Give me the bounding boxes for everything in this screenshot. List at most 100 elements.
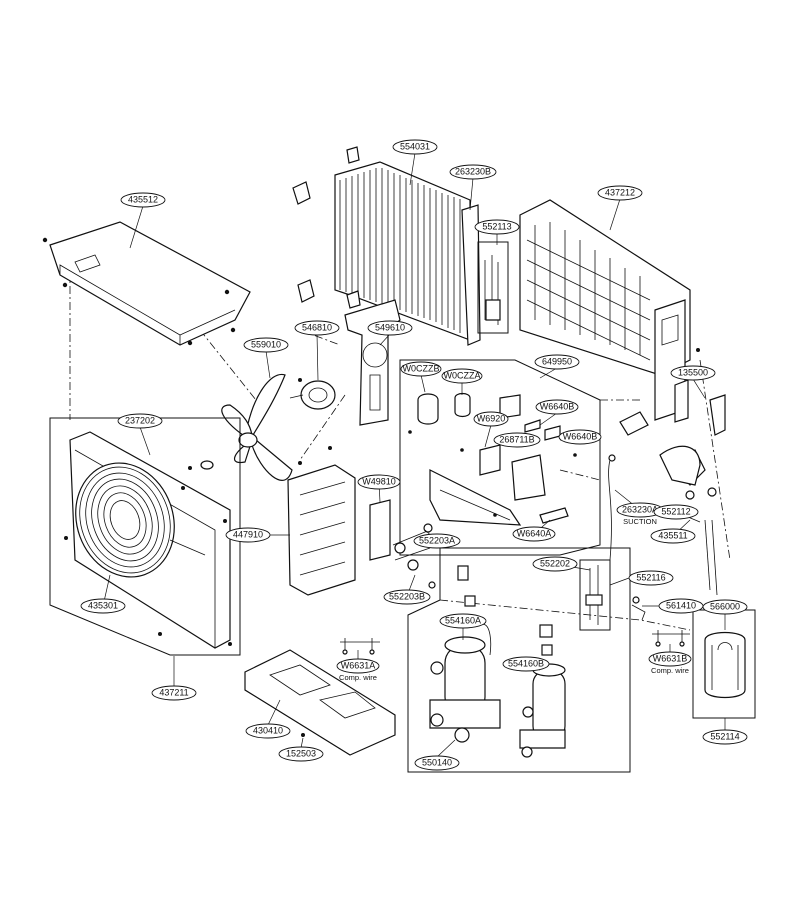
valve-assembly-552113	[477, 241, 509, 334]
svg-text:550140: 550140	[422, 757, 452, 767]
svg-text:552203A: 552203A	[419, 535, 455, 545]
svg-text:447910: 447910	[233, 529, 263, 539]
callout-435301: 435301	[80, 598, 126, 614]
fan-motor	[289, 378, 336, 410]
svg-text:263230A: 263230A	[622, 504, 658, 514]
svg-text:W6640A: W6640A	[517, 528, 552, 538]
callout-552202: 552202	[532, 556, 578, 572]
svg-text:554160B: 554160B	[508, 658, 544, 668]
front-panel	[64, 431, 232, 649]
callout-152503: 152503	[278, 746, 324, 762]
svg-text:237202: 237202	[125, 415, 155, 425]
svg-text:W6631B: W6631B	[653, 653, 688, 663]
suction-note: SUCTION	[623, 517, 657, 526]
svg-text:W0CZZB: W0CZZB	[403, 363, 440, 373]
callout-W6920: W6920	[473, 411, 509, 427]
part-561410	[631, 596, 646, 621]
svg-text:W6920: W6920	[477, 413, 506, 423]
callout-561410: 561410	[658, 598, 704, 614]
svg-text:435301: 435301	[88, 600, 118, 610]
comp-wire-b	[652, 630, 690, 647]
svg-text:437212: 437212	[605, 187, 635, 197]
compressor-b	[519, 624, 566, 758]
svg-text:559010: 559010	[251, 339, 281, 349]
pipe-assembly-552116	[579, 559, 611, 631]
svg-text:435511: 435511	[658, 530, 687, 540]
callout-649950: 649950	[534, 354, 580, 370]
svg-text:263230B: 263230B	[455, 166, 491, 176]
callout-554160A: 554160A	[439, 613, 487, 629]
callout-437211: 437211	[151, 685, 197, 701]
svg-text:554160A: 554160A	[445, 615, 481, 625]
svg-text:135500: 135500	[678, 367, 708, 377]
callout-W6640A: W6640A	[512, 526, 556, 542]
callout-237202: 237202	[117, 413, 163, 429]
callout-566000: 566000	[702, 599, 748, 615]
callout-263230B: 263230B	[449, 164, 497, 180]
callout-554160B: 554160B	[502, 656, 550, 672]
control-box-group	[399, 359, 601, 556]
svg-text:566000: 566000	[710, 601, 740, 611]
callout-W6640B: W6640B	[535, 399, 579, 415]
svg-text:268711B: 268711B	[499, 434, 534, 444]
callout-labels: 554031 263230B 437212 435512 552113 5468…	[80, 139, 748, 771]
svg-text:W6640B: W6640B	[540, 401, 575, 411]
svg-text:552112: 552112	[661, 506, 690, 516]
sensor-wire	[608, 454, 616, 561]
svg-text:430410: 430410	[253, 725, 283, 735]
svg-text:554031: 554031	[400, 141, 430, 151]
callout-552114: 552114	[702, 729, 748, 745]
svg-text:552116: 552116	[636, 572, 665, 582]
callout-268711B: 268711B	[493, 432, 541, 448]
condenser-coil	[292, 146, 481, 346]
propeller-fan	[188, 373, 293, 481]
callout-552112: 552112	[653, 504, 699, 520]
service-valves	[369, 499, 436, 589]
terminal-cover	[619, 379, 726, 500]
compressor-a	[429, 565, 501, 743]
callout-552113: 552113	[474, 219, 520, 235]
svg-text:649950: 649950	[542, 356, 572, 366]
comp-wire-b-note: Comp. wire	[651, 666, 689, 675]
svg-text:552114: 552114	[710, 731, 739, 741]
callout-435511: 435511	[650, 528, 696, 544]
reactor-566000	[704, 631, 746, 699]
base-pan	[244, 649, 396, 756]
callout-430410: 430410	[245, 723, 291, 739]
callout-135500: 135500	[670, 365, 716, 381]
pipe-support	[704, 519, 718, 596]
motor-bracket	[344, 299, 401, 426]
svg-text:152503: 152503	[286, 748, 316, 758]
callout-546810: 546810	[294, 320, 340, 336]
svg-text:546810: 546810	[302, 322, 332, 332]
callout-W6631A: W6631A	[336, 658, 380, 674]
svg-text:552203B: 552203B	[389, 591, 425, 601]
callout-W6631B: W6631B	[648, 651, 692, 667]
compressor-group	[407, 547, 631, 773]
svg-text:W6631A: W6631A	[341, 660, 376, 670]
svg-text:W0CZZA: W0CZZA	[444, 370, 481, 380]
svg-text:435512: 435512	[128, 194, 158, 204]
svg-text:437211: 437211	[159, 687, 188, 697]
svg-text:549610: 549610	[375, 322, 405, 332]
svg-text:552113: 552113	[482, 221, 511, 231]
callout-559010: 559010	[243, 337, 289, 353]
rear-panel	[519, 199, 700, 421]
callout-552203A: 552203A	[413, 533, 461, 549]
front-panel-group-box	[49, 417, 241, 656]
callout-W0CZZA: W0CZZA	[441, 368, 483, 384]
callout-W49810: W49810	[357, 474, 401, 490]
barrier-panel	[287, 446, 356, 596]
comp-wire-a	[340, 638, 380, 655]
svg-text:W49810: W49810	[362, 476, 396, 486]
top-cover	[42, 221, 251, 346]
svg-text:W6640B: W6640B	[563, 431, 598, 441]
callout-W6640B-2: W6640B	[558, 429, 602, 445]
callout-W0CZZB: W0CZZB	[400, 361, 442, 377]
callout-437212: 437212	[597, 185, 643, 201]
callout-554031: 554031	[392, 139, 438, 155]
callout-550140: 550140	[414, 755, 460, 771]
callout-447910: 447910	[225, 527, 271, 543]
